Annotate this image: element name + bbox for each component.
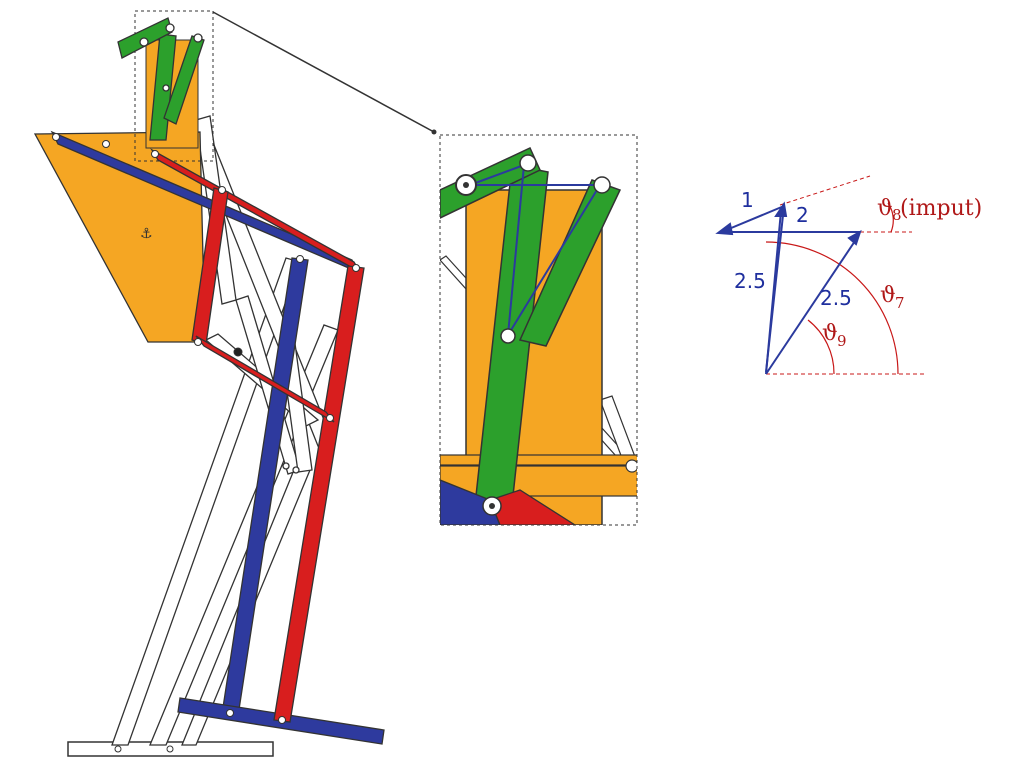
svg-text:ϑ: ϑ [880,283,896,308]
angle-label-theta7: ϑ 7 [880,283,905,312]
green-links [117,17,205,141]
svg-text:(imput): (imput) [900,196,982,221]
angle-label-theta9: ϑ 9 [822,321,847,350]
zoom-detail [439,134,638,526]
vector-label-1: 1 [741,188,754,212]
vector-label-2-5-right: 2.5 [820,286,852,310]
svg-text:8: 8 [892,206,902,224]
vector-diagram: 1 2 2.5 2.5 ϑ 8 (imput) ϑ 7 ϑ 9 [715,175,982,375]
svg-text:ϑ: ϑ [822,321,838,346]
ground-base [67,741,274,757]
angle-label-theta8: ϑ 8 (imput) [877,196,982,224]
anchor-icon: ⚓ [140,226,153,242]
mechanism-joints [52,133,360,724]
vector-label-2: 2 [796,203,809,227]
zoom-source-box [134,10,214,162]
svg-text:7: 7 [895,294,905,312]
red-links [150,148,365,723]
zoom-connector [212,11,435,133]
svg-text:ϑ: ϑ [877,196,893,221]
vector-label-2-5-left: 2.5 [734,269,766,293]
svg-text:9: 9 [837,332,847,350]
